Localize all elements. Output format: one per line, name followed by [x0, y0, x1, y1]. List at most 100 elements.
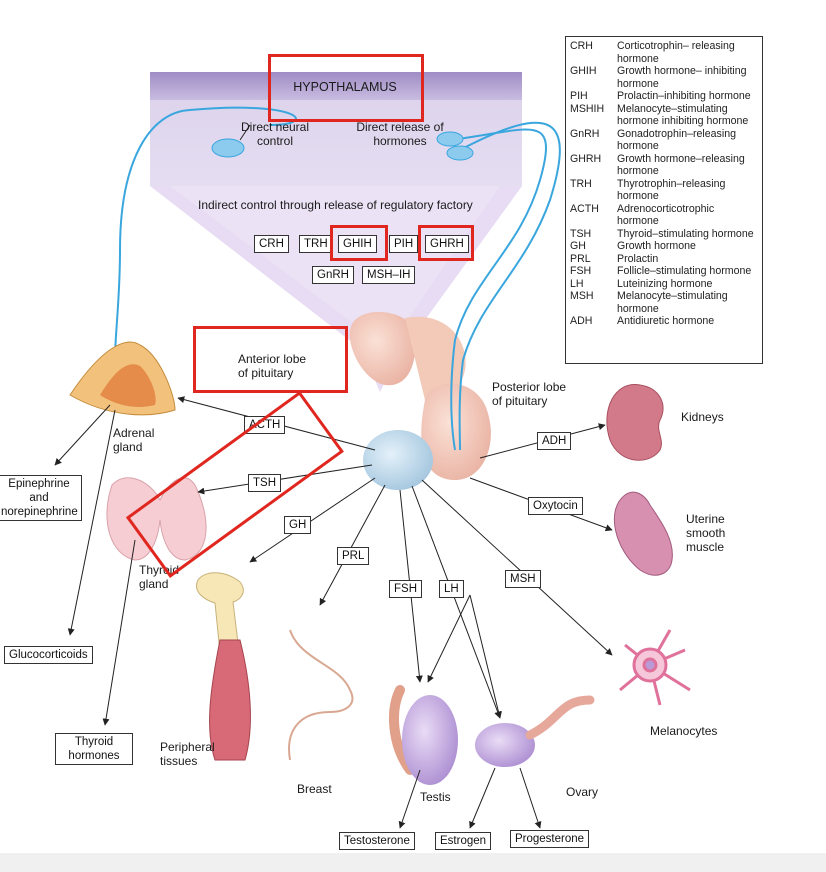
melanocyte-icon [619, 629, 691, 706]
legend-row: CRH Corticotrophin– releasing hormone [570, 40, 758, 65]
legend-definition: Gonadotrophin–releasing hormone [617, 127, 736, 153]
legend-definition: Growth hormone–releasing hormone [617, 152, 745, 178]
legend-definition: Thyroid–stimulating hormone [617, 227, 754, 240]
legend-row: GnRH Gonadotrophin–releasing hormone [570, 128, 758, 153]
product-progesterone: Progesterone [510, 830, 590, 848]
neuron-cell-right-2-icon [446, 145, 474, 161]
anterior-lobe-label: Anterior lobe of pituitary [238, 352, 307, 380]
posterior-lobe [421, 383, 491, 480]
ovary-label: Ovary [566, 785, 599, 799]
legend-row: LH Luteinizing hormone [570, 278, 758, 291]
legend-definition: Adrenocorticotrophic hormone [617, 202, 715, 228]
adrenal-gland-label: Adrenal gland [113, 426, 155, 454]
testis-icon [389, 685, 458, 785]
legend-definition: Luteinizing hormone [617, 277, 713, 290]
legend-definition: Melanocyte–stimulating hormone inhibitin… [617, 102, 749, 128]
legend-definition: Corticotrophin– releasing hormone [617, 40, 735, 65]
testis-label: Testis [420, 790, 451, 804]
legend-abbr: CRH [570, 40, 593, 52]
legend-abbr: TSH [570, 227, 592, 240]
legend-abbr: ADH [570, 315, 593, 327]
factor-crh: CRH [254, 235, 289, 253]
product-thyroid-hormones: Thyroid hormones [55, 733, 133, 765]
page-footer-bar [0, 853, 826, 872]
direct-neural-label: Direct neural control [240, 120, 310, 148]
legend-row: GHIH Growth hormone– inhibiting hormone [570, 65, 758, 90]
product-epinephrine: Epinephrine and norepinephrine [0, 475, 82, 521]
legend-row: GHRH Growth hormone–releasing hormone [570, 153, 758, 178]
highlight-ghih [330, 225, 388, 261]
melanocytes-label: Melanocytes [650, 724, 718, 738]
legend-definition: Follicle–stimulating hormone [617, 265, 752, 277]
factor-pih: PIH [389, 235, 419, 253]
hormone-gh: GH [284, 516, 312, 534]
anterior-lobe [363, 430, 433, 490]
legend-definition: Thyrotrophin–releasing hormone [617, 177, 726, 203]
legend-abbr: GHIH [570, 65, 597, 77]
legend-definition: Growth hormone– inhibiting hormone [617, 65, 747, 90]
thyroid-gland-icon [106, 477, 207, 561]
hormone-acth: ACTH [244, 416, 286, 434]
legend-row: GH Growth hormone [570, 240, 758, 253]
hormone-prl: PRL [337, 547, 370, 565]
legend-row: MSHIH Melanocyte–stimulating hormone inhi… [570, 103, 758, 128]
legend-definition: Prolactin [617, 252, 659, 265]
neuron-cell-right-1-icon [436, 131, 464, 147]
legend-row: ADH Antidiuretic hormone [570, 315, 758, 328]
hormone-adh: ADH [537, 432, 572, 450]
legend-definition: Growth hormone [617, 240, 696, 252]
direct-release-label: Direct release of hormones [356, 120, 444, 148]
legend-abbr: MSHIH [570, 102, 605, 115]
legend-abbr: TRH [570, 177, 592, 190]
legend-row: PIH Prolactin–inhibiting hormone [570, 90, 758, 103]
indirect-control-label: Indirect control through release of regu… [198, 198, 473, 212]
hypothalamus-title: HYPOTHALAMUS [293, 80, 397, 94]
hormone-msh: MSH [505, 570, 541, 588]
factor-mshih: MSH–IH [362, 266, 416, 284]
factor-ghrh: GHRH [425, 235, 469, 253]
product-testosterone: Testosterone [339, 832, 415, 850]
kidneys-label: Kidneys [681, 410, 724, 424]
hormone-oxytocin: Oxytocin [528, 497, 583, 515]
adrenal-gland-icon [69, 341, 176, 416]
bone-muscle-icon [196, 572, 251, 761]
legend-abbr: MSH [570, 290, 594, 302]
legend-abbr: PRL [570, 252, 591, 265]
legend-abbr: FSH [570, 265, 592, 277]
highlight-ghrh [418, 225, 474, 261]
uterine-label: Uterine smooth muscle [686, 512, 726, 554]
posterior-lobe-label: Posterior lobe of pituitary [492, 380, 567, 408]
highlight-hypothalamus [268, 54, 424, 122]
uterus-icon [613, 491, 673, 576]
hormone-fsh: FSH [389, 580, 422, 598]
legend-definition: Antidiuretic hormone [617, 315, 715, 327]
highlight-anterior-lobe [193, 326, 348, 393]
neuron-paths [113, 106, 561, 451]
factor-trh: TRH [299, 235, 333, 253]
legend-abbr: LH [570, 277, 584, 290]
legend-definition: Melanocyte–stimulating hormone [617, 290, 728, 315]
peripheral-tissues-label: Peripheral tissues [160, 740, 215, 768]
thyroid-gland-label: Thyroid gland [139, 563, 180, 591]
legend-row: PRL Prolactin [570, 253, 758, 266]
legend-abbr: GH [570, 240, 586, 252]
product-estrogen: Estrogen [435, 832, 492, 850]
factor-gnrh: GnRH [312, 266, 354, 284]
legend-row: TRH Thyrotrophin–releasing hormone [570, 178, 758, 203]
hormone-tsh: TSH [248, 474, 281, 492]
breast-icon [288, 629, 354, 761]
legend-abbr: GHRH [570, 152, 602, 165]
legend-row: FSH Follicle–stimulating hormone [570, 265, 758, 278]
hormone-lh: LH [439, 580, 464, 598]
legend-definition: Prolactin–inhibiting hormone [617, 90, 751, 102]
legend-abbr: PIH [570, 90, 588, 102]
breast-label: Breast [297, 782, 332, 796]
legend-row: TSH Thyroid–stimulating hormone [570, 228, 758, 241]
legend-abbr: GnRH [570, 127, 600, 140]
factor-ghih: GHIH [338, 235, 377, 253]
neuron-cell-left-icon [211, 138, 245, 158]
kidney-icon [606, 384, 664, 461]
ovary-icon [475, 695, 595, 767]
